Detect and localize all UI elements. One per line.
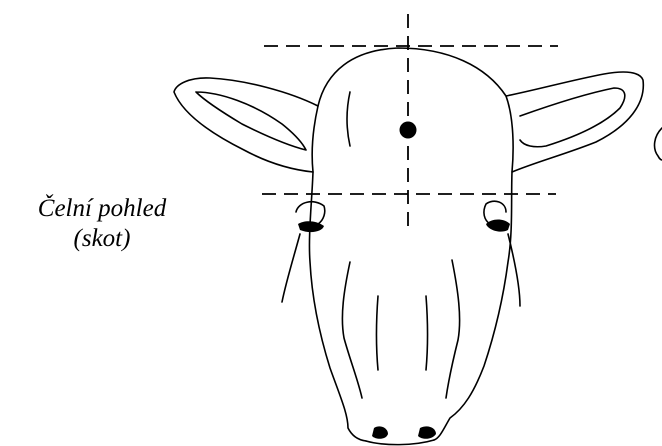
right-eye	[486, 219, 510, 232]
right-face-line	[445, 259, 461, 399]
muzzle-outline	[365, 439, 435, 446]
left-nostril	[372, 426, 388, 439]
right-eye-lid	[483, 200, 507, 225]
caption-title: Čelní pohled	[37, 195, 167, 222]
diagram-caption: Čelní pohled (skot)	[4, 194, 200, 254]
forehead-stroke	[346, 91, 351, 147]
left-cheek-line	[281, 233, 301, 303]
right-nose-bridge	[425, 295, 429, 371]
left-face-line	[341, 261, 363, 399]
right-cheek-line	[507, 233, 521, 307]
adjacent-ear-fragment	[653, 127, 662, 161]
left-ear-inner	[195, 91, 307, 151]
left-ear	[173, 77, 319, 173]
right-ear	[505, 71, 645, 173]
left-nose-bridge	[375, 295, 379, 371]
right-nostril	[418, 426, 436, 439]
caption-subtitle: (skot)	[73, 225, 131, 252]
head-outline	[308, 47, 514, 442]
left-eye-lid	[295, 200, 326, 225]
left-eye	[298, 221, 324, 233]
right-ear-inner	[519, 87, 626, 148]
